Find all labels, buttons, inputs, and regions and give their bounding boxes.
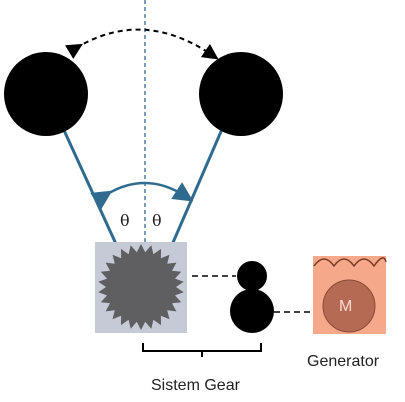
motor-circle — [322, 279, 376, 333]
large-gear-icon — [98, 244, 184, 330]
coil-icon — [313, 257, 387, 268]
left-pendulum-bob — [4, 52, 88, 136]
swing-arrow-icon — [65, 28, 219, 60]
small-gear-bottom — [230, 289, 274, 333]
theta-right-label: θ — [152, 211, 162, 230]
small-gear-top — [237, 261, 267, 291]
theta-left-label: θ — [120, 211, 130, 230]
gear-system-label: Sistem Gear — [151, 377, 240, 394]
gear-system-bracket — [142, 343, 262, 357]
angle-arc-icon — [90, 181, 194, 210]
generator-label: Generator — [307, 353, 380, 370]
motor-label: M — [339, 298, 353, 315]
right-pendulum-bob — [199, 52, 283, 136]
